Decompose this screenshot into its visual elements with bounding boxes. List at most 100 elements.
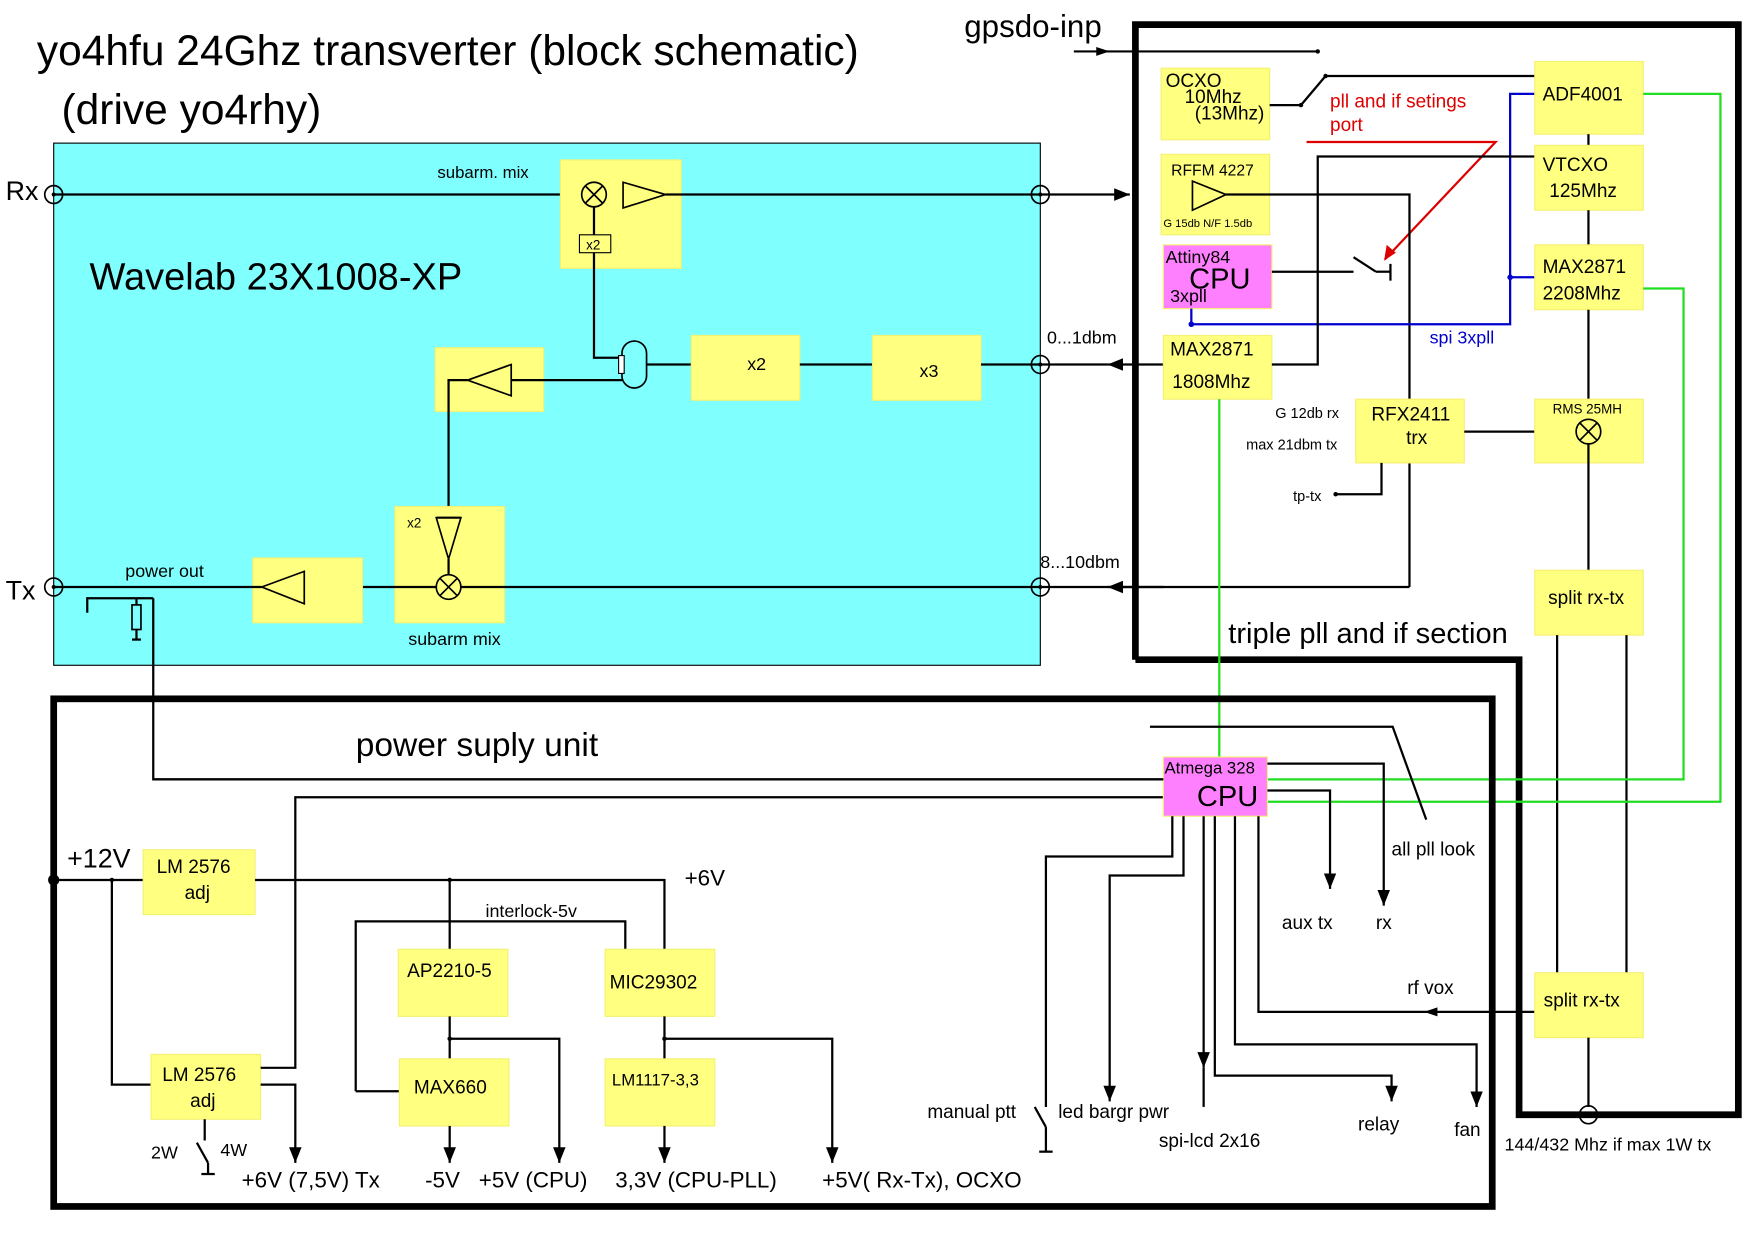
multiplier-x2-block	[690, 334, 801, 401]
rx-out-label: rx	[1376, 913, 1392, 934]
lo-level-label: 0...1dbm	[1047, 327, 1117, 347]
pll-section-title: triple pll and if section	[1228, 618, 1508, 650]
atmega328-label: Atmega 328	[1164, 759, 1254, 778]
split-top-label: split rx-tx	[1548, 588, 1625, 609]
module-background	[53, 142, 1041, 666]
max2871-lo-freq: 1808Mhz	[1172, 372, 1250, 393]
lm1117-label: LM1117-3,3	[612, 1071, 699, 1090]
ocxo-line3: (13Mhz)	[1195, 104, 1265, 125]
settings-port-label: pll and if setings	[1330, 91, 1466, 112]
vtcxo-block	[1534, 144, 1644, 211]
lna-icon	[1191, 179, 1229, 212]
atmega328-cpu-label: CPU	[1197, 781, 1258, 813]
if-port-connector-icon	[1578, 1104, 1599, 1125]
fan-label: fan	[1454, 1120, 1480, 1141]
attiny84-cpu-block	[1162, 244, 1273, 310]
switch-4w-label: 4W	[220, 1140, 247, 1160]
adf4001-block	[1534, 60, 1644, 135]
diagram-subtitle: (drive yo4rhy)	[62, 87, 322, 134]
all-pll-lock-label: all pll look	[1392, 839, 1476, 860]
out-3v3-label: 3,3V (CPU-PLL)	[615, 1167, 777, 1192]
max2871-lo-label: MAX2871	[1170, 340, 1253, 361]
manual-ptt-switch-icon	[1033, 1106, 1053, 1153]
rx-connector-icon	[43, 184, 64, 205]
tx-mult-label: x2	[407, 516, 421, 531]
ocxo-block	[1160, 67, 1271, 141]
max660-block	[398, 1058, 510, 1127]
switch-2w-label: 2W	[151, 1142, 178, 1162]
lm2576-tx-adj: adj	[190, 1091, 215, 1112]
split-rx-tx-top-block	[1534, 569, 1644, 636]
max2871-if-block	[1534, 244, 1644, 311]
power-detector-icon	[86, 597, 154, 641]
rfx2411-mode: trx	[1406, 428, 1428, 449]
pll-section: triple pll and if section OCXO 10Mhz (13…	[1073, 21, 1742, 1119]
out-m5v-label: -5V	[425, 1167, 460, 1192]
attiny84-label: Attiny84	[1166, 247, 1231, 267]
led-bargraph-label: led bargr pwr	[1058, 1102, 1170, 1123]
relay-label: relay	[1358, 1114, 1400, 1135]
rx-mixer-block	[559, 159, 682, 269]
max660-label: MAX660	[414, 1078, 487, 1099]
aux-tx-label: aux tx	[1282, 913, 1333, 934]
out-5v-cpu-label: +5V (CPU)	[479, 1167, 588, 1192]
rfx2411-block	[1355, 398, 1465, 464]
v6-label: +6V	[685, 866, 726, 891]
vtcxo-freq: 125Mhz	[1549, 181, 1617, 202]
ap2210-block	[397, 948, 509, 1017]
spi-bus-label: spi 3xpll	[1430, 327, 1495, 347]
if-port-label: 144/432 Mhz if max 1W tx	[1505, 1135, 1712, 1155]
ocxo-line2: 10Mhz	[1185, 87, 1242, 108]
max2871-if-label: MAX2871	[1543, 257, 1626, 278]
rms-25mh-label: RMS 25MH	[1553, 402, 1622, 417]
ap2210-label: AP2210-5	[407, 961, 492, 982]
lm2576-tx-label: LM 2576	[162, 1065, 236, 1086]
adf4001-label: ADF4001	[1543, 85, 1623, 106]
rfx2411-label: RFX2411	[1371, 404, 1450, 425]
multiplier-x3-block	[871, 334, 982, 401]
diagram-title: yo4hfu 24Ghz transverter (block schemati…	[37, 28, 859, 75]
interlock-label: interlock-5v	[485, 901, 576, 921]
mic29302-label: MIC29302	[610, 972, 698, 993]
psu-section: power suply unit +12V LM 2576 adj +6V AP…	[48, 695, 1535, 1210]
power-amp-icon	[259, 570, 306, 606]
split-rx-tx-bottom-block	[1534, 972, 1644, 1039]
wavelab-module: Wavelab 23X1008-XP Rx subarm. mix x2 x2 …	[6, 142, 1410, 781]
reference-switch-icon	[1269, 73, 1535, 108]
tx-mixer-label: subarm mix	[408, 629, 500, 649]
atmega328-cpu-block	[1162, 756, 1268, 817]
attiny84-cpu-label: CPU	[1189, 263, 1250, 295]
max2871-if-freq: 2208Mhz	[1543, 284, 1621, 305]
manual-ptt-label: manual ptt	[927, 1102, 1016, 1123]
tp-tx-label: tp-tx	[1293, 489, 1322, 505]
settings-port-label-2: port	[1330, 115, 1363, 136]
lm2576-main-label: LM 2576	[157, 857, 231, 878]
rfx2411-gain: G 12db rx	[1275, 406, 1339, 422]
vtcxo-label: VTCXO	[1543, 155, 1608, 176]
rffm4227-label: RFFM 4227	[1171, 163, 1254, 180]
program-switch-icon	[1271, 256, 1392, 281]
out-5v-rxtx-label: +5V( Rx-Tx), OCXO	[822, 1167, 1021, 1192]
mic29302-block	[604, 948, 716, 1017]
lm2576-tx-block	[150, 1053, 262, 1120]
tx-port-label: Tx	[6, 575, 36, 605]
power-out-label: power out	[125, 561, 204, 581]
gpsdo-input-label: gpsdo-inp	[964, 9, 1101, 44]
multiplier-x2-label: x2	[747, 354, 766, 374]
psu-section-border	[50, 695, 1496, 1210]
split-bottom-label: split rx-tx	[1544, 990, 1621, 1011]
rffm4227-spec: G 15db N/F 1.5db	[1163, 218, 1252, 230]
tx-connector-icon	[43, 577, 64, 597]
if-out-connector-icon	[1030, 184, 1051, 205]
rx-mult-label: x2	[586, 237, 600, 252]
max2871-lo-block	[1162, 334, 1273, 400]
ocxo-line1: OCXO	[1166, 71, 1222, 92]
rx-mixer-label: subarm. mix	[437, 163, 529, 182]
module-title: Wavelab 23X1008-XP	[89, 257, 462, 299]
rx-port-label: Rx	[6, 176, 39, 206]
lm2576-main-adj: adj	[185, 883, 210, 904]
rf-vox-label: rf vox	[1407, 978, 1454, 999]
out-6v-tx-label: +6V (7,5V) Tx	[242, 1167, 380, 1192]
pll-section-border	[1132, 21, 1742, 1119]
